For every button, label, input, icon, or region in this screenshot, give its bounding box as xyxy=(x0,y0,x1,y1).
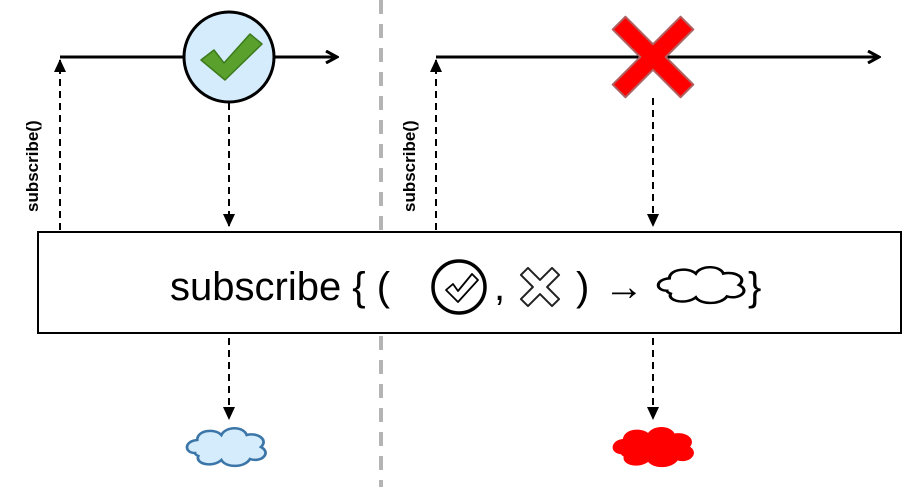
operator-box: subscribe { ( , ) → } xyxy=(37,231,902,334)
left-subscribe-label: subscribe() xyxy=(23,120,42,212)
operator-arrow: → xyxy=(604,265,644,309)
cross-icon xyxy=(611,15,695,99)
mini-check-circle-icon xyxy=(431,259,487,315)
success-event xyxy=(182,10,276,104)
mini-cross-icon xyxy=(519,266,561,308)
light-blue-cloud-icon xyxy=(185,426,267,468)
operator-suffix: } xyxy=(748,265,761,309)
operator-prefix: subscribe { ( xyxy=(170,265,391,309)
operator-comma: , xyxy=(494,265,505,309)
right-panel: subscribe() xyxy=(400,15,878,468)
operator-paren-close: ) xyxy=(576,265,589,309)
red-cloud-icon xyxy=(612,426,694,468)
checkmark-icon xyxy=(200,33,263,81)
left-panel: subscribe() xyxy=(23,10,336,468)
error-event xyxy=(611,15,695,99)
right-subscribe-label: subscribe() xyxy=(400,120,419,212)
outline-cloud-icon xyxy=(656,265,746,305)
